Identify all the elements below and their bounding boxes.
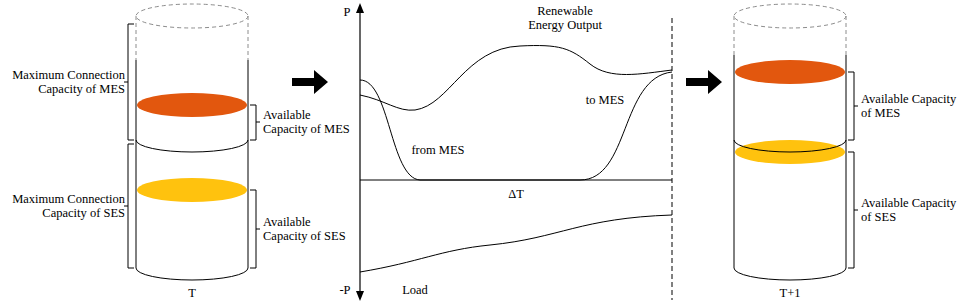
- curve-label: Renewable Energy Output: [520, 4, 610, 33]
- capacity-label: Available Capacity of SES: [263, 215, 355, 244]
- time-label: T: [188, 286, 196, 300]
- bracket: [124, 144, 134, 268]
- ses-level: [137, 178, 247, 202]
- axis-label: -P: [339, 283, 350, 297]
- time-label: T+1: [780, 286, 801, 300]
- bracket: [250, 190, 260, 268]
- renewable-curve: [360, 46, 672, 111]
- axis-arrowhead: [356, 291, 364, 301]
- capacity-limit-side: [136, 16, 248, 60]
- mes-level: [735, 60, 845, 84]
- bracket: [848, 152, 858, 268]
- cylinder-side: [734, 55, 846, 268]
- capacity-label: Maximum Connection Capacity of SES: [3, 192, 125, 221]
- power-axis: [359, 10, 360, 294]
- capacity-limit-ellipse: [136, 4, 248, 28]
- cylinder-side: [136, 60, 248, 268]
- ses-level: [735, 140, 845, 164]
- region-label: from MES: [411, 143, 464, 157]
- axis-label: P: [344, 5, 351, 19]
- cylinder-rim: [136, 140, 248, 152]
- capacity-label: Available Capacity of MES: [861, 92, 961, 121]
- curve-label: Load: [402, 283, 428, 297]
- bracket: [124, 24, 134, 140]
- capacity-label: Available Capacity of MES: [263, 108, 355, 137]
- axis-label: ΔT: [508, 187, 524, 201]
- load-curve: [360, 215, 672, 272]
- capacity-limit-side: [734, 16, 846, 55]
- interval-end: [672, 18, 673, 300]
- block-arrow: [292, 70, 328, 94]
- bracket: [250, 105, 260, 140]
- region-label: to MES: [586, 93, 625, 107]
- axis-arrowhead: [356, 3, 364, 13]
- exchange-curve: [360, 72, 672, 180]
- capacity-limit-ellipse: [734, 4, 846, 28]
- cylinder-rim: [734, 268, 846, 280]
- cylinder-rim: [136, 268, 248, 280]
- block-arrow: [686, 70, 722, 94]
- capacity-label: Available Capacity of SES: [861, 196, 961, 225]
- capacity-label: Maximum Connection Capacity of MES: [3, 68, 125, 97]
- mes-level: [137, 93, 247, 117]
- cylinder-rim: [734, 140, 846, 152]
- bracket: [848, 72, 858, 140]
